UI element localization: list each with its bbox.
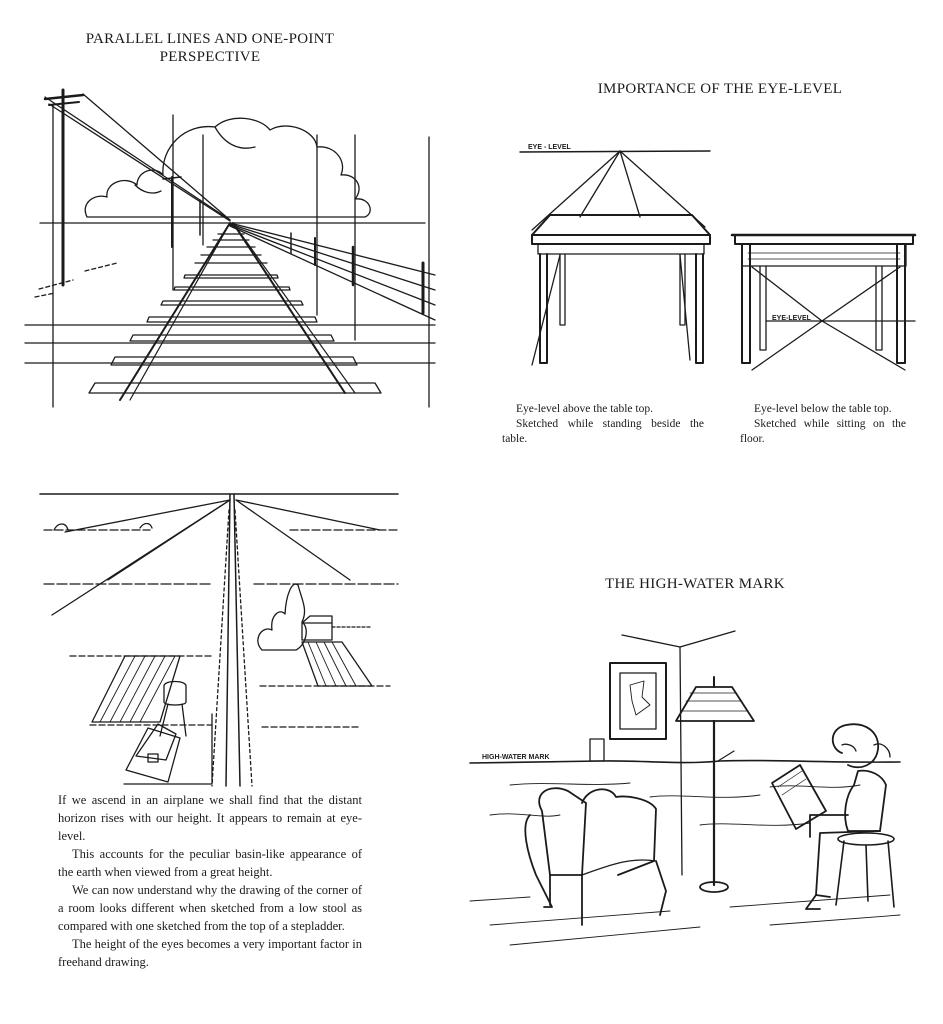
aerial-illustration: [40, 490, 402, 790]
tables-illustration: EYE - LEVEL EYE-LEVEL: [520, 135, 920, 395]
caption-left-line2: Sketched while standing beside the table…: [502, 417, 704, 447]
eye-level-label: EYE - LEVEL: [528, 144, 572, 151]
paragraph-1: If we ascend in an airplane we shall fin…: [58, 791, 362, 845]
rail-title-line1: PARALLEL LINES AND ONE-POINT: [60, 30, 360, 48]
railroad-illustration: [25, 75, 445, 415]
high-water-title: THE HIGH-WATER MARK: [560, 575, 830, 593]
paragraph-2: This accounts for the peculiar basin-lik…: [58, 845, 362, 881]
eye-level-label-small: EYE-LEVEL: [772, 315, 812, 322]
rail-title: PARALLEL LINES AND ONE-POINT PERSPECTIVE: [60, 30, 360, 66]
caption-right: Eye-level below the table top. Sketched …: [740, 402, 906, 447]
caption-right-line1: Eye-level below the table top.: [740, 402, 906, 417]
high-water-label: HIGH-WATER MARK: [482, 754, 550, 761]
caption-left: Eye-level above the table top. Sketched …: [502, 402, 704, 447]
eye-level-title: IMPORTANCE OF THE EYE-LEVEL: [560, 80, 880, 98]
caption-left-line1: Eye-level above the table top.: [502, 402, 704, 417]
paragraph-3: We can now understand why the drawing of…: [58, 881, 362, 935]
rail-title-line2: PERSPECTIVE: [60, 48, 360, 66]
paragraph-4: The height of the eyes becomes a very im…: [58, 935, 362, 971]
airplane-text: If we ascend in an airplane we shall fin…: [58, 791, 362, 971]
caption-right-line2: Sketched while sitting on the floor.: [740, 417, 906, 447]
room-illustration: HIGH-WATER MARK: [470, 625, 910, 955]
